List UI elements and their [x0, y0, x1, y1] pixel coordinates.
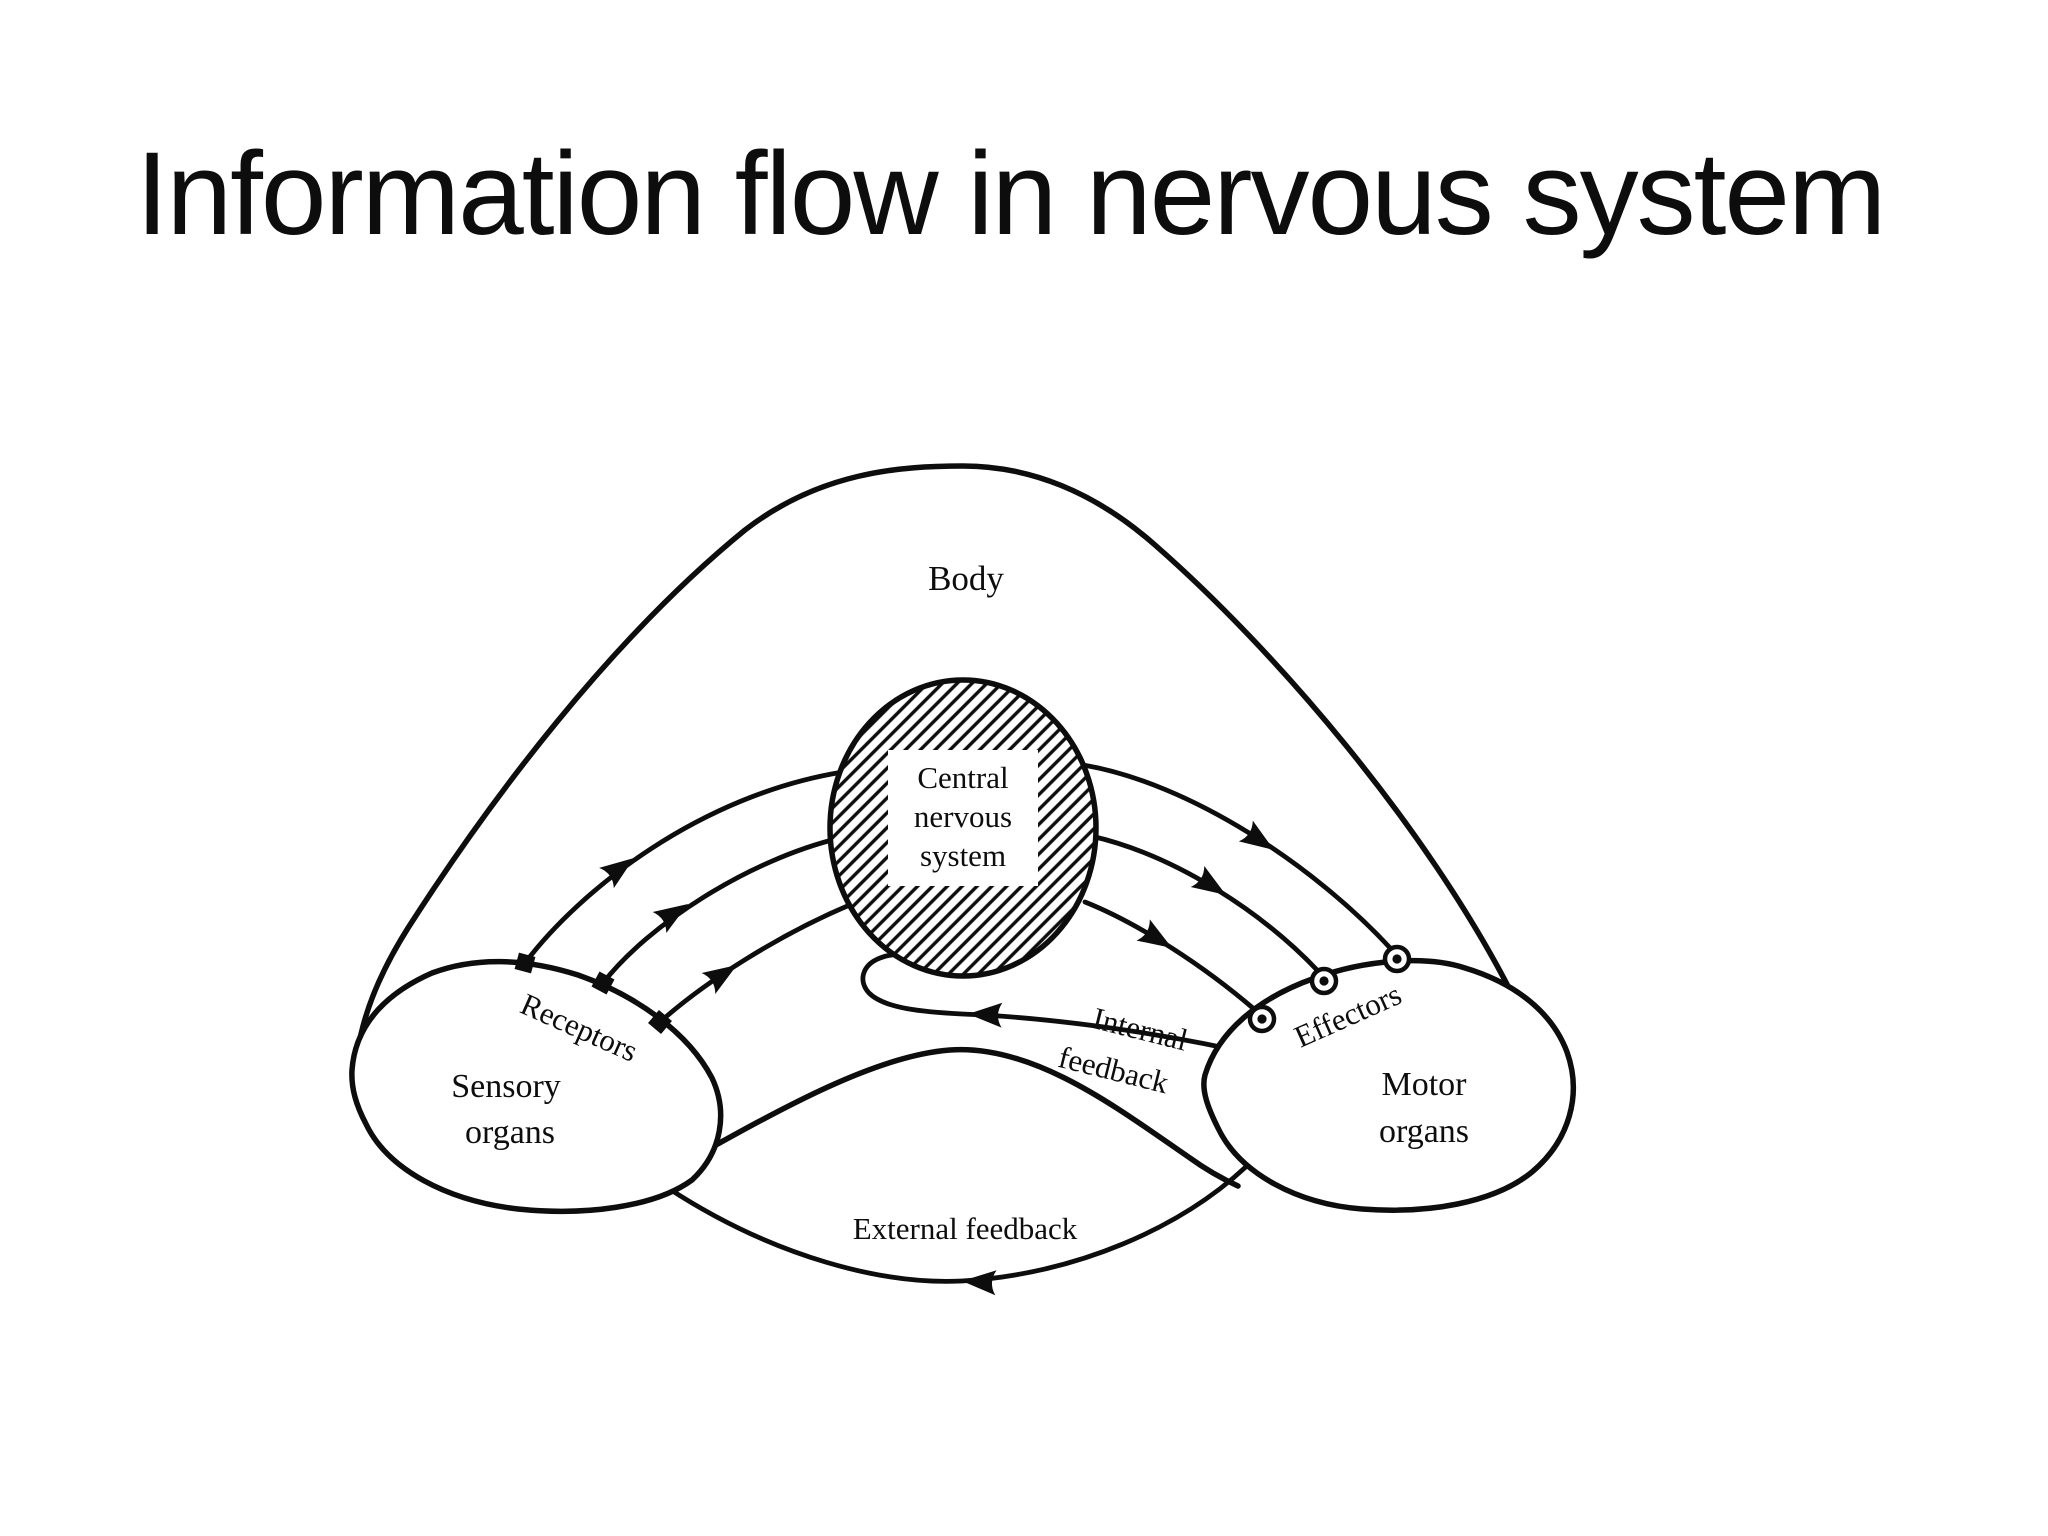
cns-label-box — [888, 750, 1038, 886]
efferent-arrow-3 — [1082, 899, 1257, 1012]
cns-label-line3: system — [920, 838, 1006, 873]
efferent-arrowhead-1-icon — [1238, 820, 1274, 850]
sensory-organs-label-line2: organs — [465, 1114, 555, 1151]
afferent-arrow-3 — [657, 901, 855, 1025]
body-label: Body — [928, 559, 1004, 598]
external-feedback-label: External feedback — [853, 1211, 1078, 1246]
cns-label-line1: Central — [917, 760, 1008, 795]
motor-organs-label-line1: Motor — [1382, 1066, 1468, 1103]
page-title: Information flow in nervous system — [135, 128, 1887, 260]
effector-junction-ring-3 — [1247, 1004, 1277, 1034]
afferent-arrow-1 — [522, 769, 846, 966]
body-bottom-edge — [659, 1046, 1241, 1189]
internal-feedback-curve — [860, 952, 1265, 1059]
efferent-arrowhead-3-icon — [1136, 919, 1172, 948]
afferent-arrowhead-1-icon — [599, 858, 634, 889]
sensory-organs-label-line1: Sensory — [451, 1068, 561, 1105]
receptor-junction-square-1 — [514, 952, 536, 974]
central-nervous-system-node: Central nervous system — [827, 677, 1099, 979]
internal-feedback-arrowhead-icon — [968, 1002, 1003, 1028]
receptor-junction-square-3 — [648, 1010, 672, 1034]
receptor-junction-square-2 — [591, 971, 615, 995]
cns-label-line2: nervous — [914, 799, 1012, 834]
afferent-arrowhead-3-icon — [701, 965, 737, 995]
efferent-arrow-1 — [1080, 762, 1395, 953]
efferent-arrowhead-2-icon — [1190, 865, 1226, 895]
afferent-arrowhead-2-icon — [652, 904, 688, 934]
effector-junction-ring-1 — [1382, 944, 1412, 974]
motor-organs-label-line2: organs — [1379, 1113, 1469, 1150]
afferent-arrow-2 — [600, 835, 843, 986]
external-feedback-arrowhead-icon — [962, 1270, 997, 1296]
effector-junction-ring-2 — [1309, 966, 1339, 996]
body-outline — [352, 463, 1559, 1103]
sensory-organs-blob — [349, 958, 724, 1215]
